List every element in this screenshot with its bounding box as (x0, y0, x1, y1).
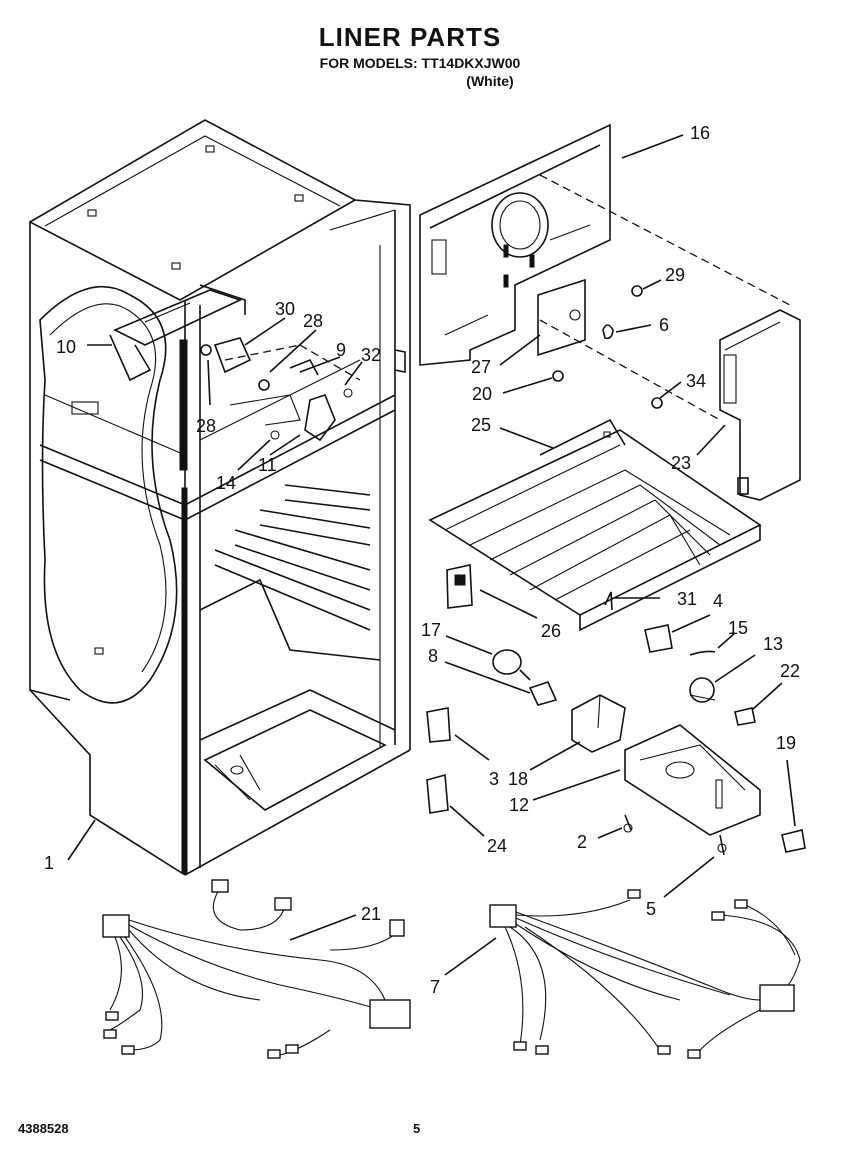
document-number: 4388528 (18, 1121, 69, 1136)
models-line: FOR MODELS: TT14DKXJW00 (319, 55, 521, 71)
liner-cabinet (28, 119, 411, 876)
callout-8: 8 (428, 646, 438, 666)
callout-30: 30 (275, 299, 295, 319)
wiring-harnesses (102, 879, 801, 1059)
callout-28-lower: 28 (196, 416, 216, 436)
callout-numbers: 1 2 3 4 5 6 7 8 9 10 11 12 13 14 15 16 1… (44, 123, 800, 997)
evaporator-cover (428, 418, 762, 632)
callout-7: 7 (430, 977, 440, 997)
callout-22: 22 (780, 661, 800, 681)
callout-2: 2 (577, 832, 587, 852)
diagram-title: LINER PARTS (318, 22, 502, 52)
callout-27: 27 (471, 357, 491, 377)
callout-4: 4 (713, 591, 723, 611)
callout-13: 13 (763, 634, 783, 654)
callout-26: 26 (541, 621, 561, 641)
fan-control-assembly (109, 284, 361, 442)
callout-19: 19 (776, 733, 796, 753)
callout-20: 20 (472, 384, 492, 404)
page-number: 5 (413, 1121, 421, 1136)
callout-14: 14 (216, 473, 236, 493)
callout-17: 17 (421, 620, 441, 640)
callout-10: 10 (56, 337, 76, 357)
callout-12: 12 (509, 795, 529, 815)
fan-cover (719, 309, 801, 501)
callout-15: 15 (728, 618, 748, 638)
callout-29: 29 (665, 265, 685, 285)
callout-31: 31 (677, 589, 697, 609)
callout-28-upper: 28 (303, 311, 323, 331)
small-parts (426, 285, 806, 856)
callout-18: 18 (508, 769, 528, 789)
callout-32: 32 (361, 345, 381, 365)
callout-24: 24 (487, 836, 507, 856)
callout-21: 21 (361, 904, 381, 924)
callout-25: 25 (471, 415, 491, 435)
callout-11: 11 (258, 455, 277, 475)
callout-6: 6 (659, 315, 669, 335)
callout-23: 23 (671, 453, 691, 473)
callout-5: 5 (646, 899, 656, 919)
color-line: (White) (466, 73, 514, 89)
leader-lines (67, 134, 796, 976)
callout-9: 9 (336, 340, 346, 360)
rear-panel (419, 123, 791, 421)
callout-16: 16 (690, 123, 710, 143)
callout-34: 34 (686, 371, 706, 391)
callout-3: 3 (489, 769, 499, 789)
callout-1: 1 (44, 853, 54, 873)
